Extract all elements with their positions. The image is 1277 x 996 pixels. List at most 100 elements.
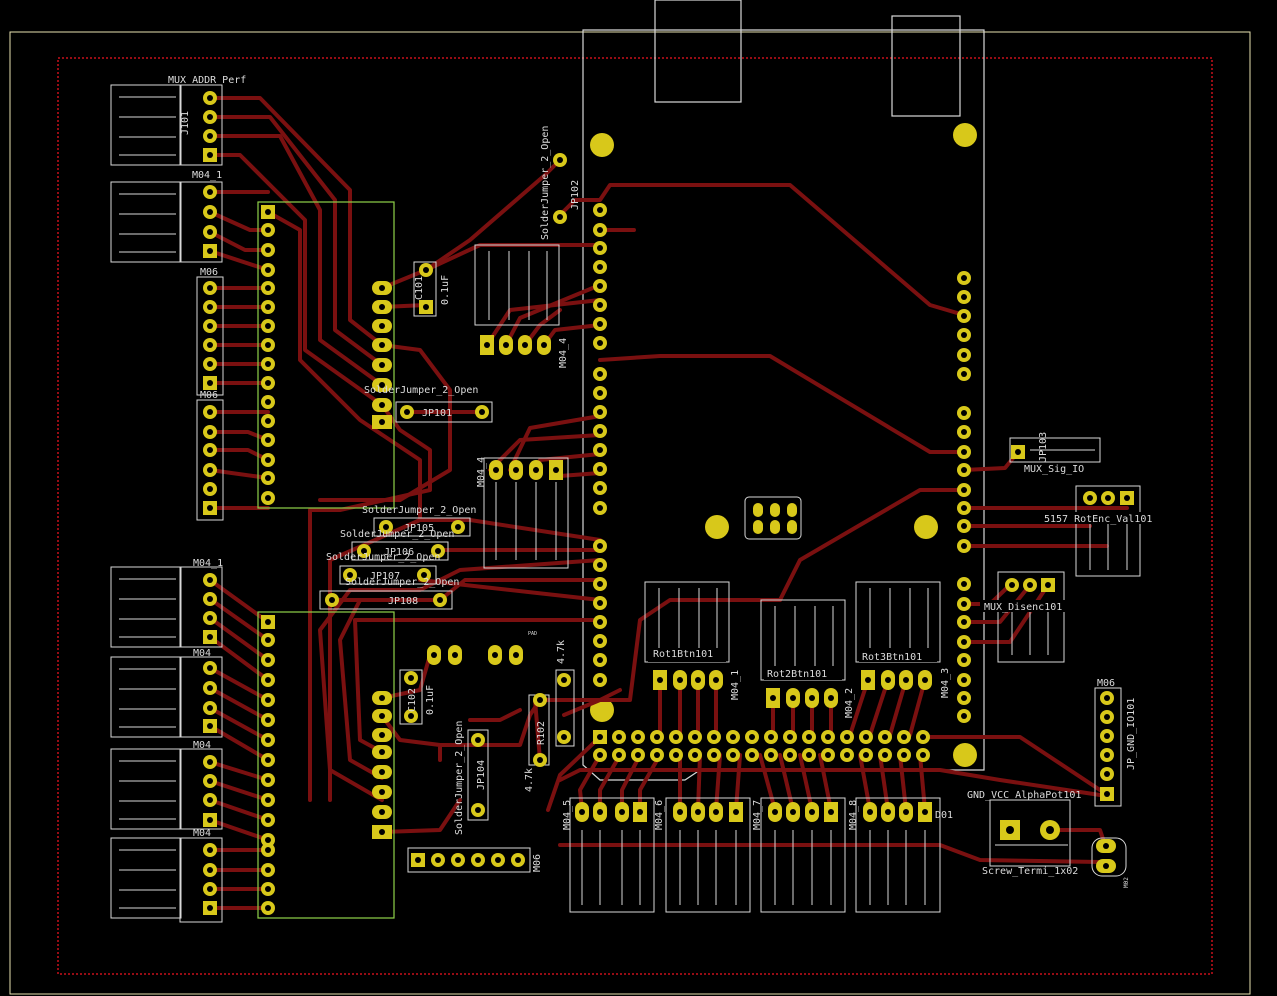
mux-sig-io-connector[interactable]: JP103 MUX_Sig_IO <box>1009 432 1101 475</box>
header-pin[interactable] <box>612 730 626 744</box>
m06-connector-b[interactable]: M06 <box>196 390 224 521</box>
header-pin[interactable] <box>612 748 626 762</box>
jp104-label: JP104 <box>476 760 487 790</box>
m02-connector[interactable]: M02 <box>1091 837 1130 888</box>
header-pin[interactable] <box>688 730 702 744</box>
header-pin[interactable] <box>631 748 645 762</box>
m04-4-connector-mid[interactable]: M04_4 <box>476 457 569 569</box>
jp-gnd-label: JP_GND_IO101 <box>1126 698 1137 770</box>
m04-connector-low-2[interactable]: M04 <box>110 648 223 738</box>
mux-disenc-connector[interactable]: MUX_Disenc101 <box>980 571 1084 663</box>
m04-3-label: M04_3 <box>940 668 951 698</box>
rot2-connector[interactable]: Rot2Btn101 M04_2 <box>760 599 855 718</box>
header-pin[interactable] <box>840 748 854 762</box>
jp105-jumper[interactable]: SolderJumper_2_Open JP105 <box>362 505 476 537</box>
m06-b-label: M06 <box>200 390 218 401</box>
m04-connector-top[interactable]: M04_1 <box>110 170 223 263</box>
r102-resistor[interactable]: R102 4.7k <box>524 693 550 792</box>
mux-ic-bottom[interactable] <box>257 611 395 919</box>
header-pin[interactable] <box>669 730 683 744</box>
header-pin[interactable] <box>593 748 607 762</box>
sj-low-label: SolderJumper_2_Open <box>454 721 465 835</box>
mount-hole-2 <box>953 123 977 147</box>
header-pin[interactable] <box>821 748 835 762</box>
header-pin[interactable] <box>707 730 721 744</box>
arduino-header-left[interactable] <box>593 203 607 687</box>
m04-b-label: M04 <box>193 648 211 659</box>
header-pin[interactable] <box>840 730 854 744</box>
gnd-vcc-label: GND_VCC_AlphaPot101 <box>967 790 1081 801</box>
icsp-header[interactable] <box>744 496 802 540</box>
m04-4b-label: M04_4 <box>476 457 487 487</box>
m04-1-low-label: M04_1 <box>193 558 223 569</box>
m02-label: M02 <box>1123 877 1130 888</box>
jp108-jumper[interactable]: SolderJumper_2_Open JP108 <box>319 577 459 610</box>
header-pin[interactable] <box>688 748 702 762</box>
header-pin[interactable] <box>726 748 740 762</box>
header-pin[interactable] <box>859 730 873 744</box>
m04-connector-low-3[interactable]: M04 <box>110 740 223 830</box>
header-pin[interactable] <box>650 748 664 762</box>
m04-1r-label: M04_1 <box>730 670 741 700</box>
jp104-jumper[interactable]: SolderJumper_2_Open JP104 <box>454 721 489 835</box>
rot-enc-val-connector[interactable]: 5157 RotEnc_Val101 <box>1040 485 1174 577</box>
m06-connector-a[interactable]: M06 <box>196 267 224 396</box>
rot3-connector[interactable]: Rot3Btn101 M04_3 <box>855 581 951 698</box>
header-pin[interactable] <box>650 730 664 744</box>
arduino-header-right[interactable] <box>957 271 971 723</box>
header-pin[interactable] <box>878 730 892 744</box>
screw-terminal[interactable]: GND_VCC_AlphaPot101 Screw_Termi_1x02 <box>967 790 1081 877</box>
m04-6-connector[interactable]: M04_6 <box>654 797 751 913</box>
header-pin[interactable] <box>726 730 740 744</box>
small-label-1: PAD <box>528 631 537 637</box>
jp102-jumper[interactable]: SolderJumper_2_Open JP102 <box>540 126 581 240</box>
c102-capacitor[interactable]: C102 0.1uF <box>399 669 436 725</box>
m04-connector-low-1[interactable]: M04_1 <box>110 558 223 648</box>
jp-gnd-io-connector[interactable]: M06 JP_GND_IO101 <box>1094 678 1137 807</box>
header-pin[interactable] <box>764 748 778 762</box>
c101-label: C101 <box>414 276 425 300</box>
header-pin[interactable] <box>878 748 892 762</box>
mount-hole-4 <box>914 515 938 539</box>
jp103-label: JP103 <box>1038 432 1049 462</box>
m06-c-label: M06 <box>532 854 543 872</box>
c101-capacitor[interactable]: C101 0.1uF <box>413 261 451 317</box>
header-pin[interactable] <box>821 730 835 744</box>
header-pin[interactable] <box>802 748 816 762</box>
header-pin[interactable] <box>593 730 607 744</box>
header-pin[interactable] <box>897 730 911 744</box>
m04-connector-low-4[interactable]: M04 <box>110 828 223 923</box>
header-pin[interactable] <box>745 748 759 762</box>
mount-hole-3 <box>705 515 729 539</box>
header-pin[interactable] <box>802 730 816 744</box>
board-edge-cuts <box>57 57 1213 975</box>
r102-label: R102 <box>536 721 547 745</box>
header-pin[interactable] <box>897 748 911 762</box>
m06-connector-bottom[interactable]: M06 <box>407 847 543 873</box>
header-pin[interactable] <box>764 730 778 744</box>
header-pin[interactable] <box>631 730 645 744</box>
button-pads[interactable]: PAD <box>427 631 537 665</box>
mount-hole-5 <box>590 698 614 722</box>
m04-8-label: M04_8 <box>848 800 859 830</box>
header-pin[interactable] <box>859 748 873 762</box>
m04-7-connector[interactable]: M04_7 <box>752 797 846 913</box>
m04-5-connector[interactable]: M04_5 <box>562 797 655 913</box>
jp107-jumper[interactable]: SolderJumper_2_Open JP107 <box>326 552 440 585</box>
header-pin[interactable] <box>916 730 930 744</box>
header-pin[interactable] <box>745 730 759 744</box>
mux-addr-connector[interactable]: MUX_ADDR_Perf J101 <box>110 75 246 166</box>
header-pin[interactable] <box>783 748 797 762</box>
jp101-jumper[interactable]: SolderJumper_2_Open JP101 <box>364 385 493 423</box>
header-pin[interactable] <box>707 748 721 762</box>
jp106-jumper[interactable]: SolderJumper_2_Open JP106 <box>340 529 454 561</box>
header-pin[interactable] <box>669 748 683 762</box>
mux-ic-top[interactable] <box>257 201 395 509</box>
m04-8-connector[interactable]: M04_8 D01 <box>848 797 953 913</box>
header-pin[interactable] <box>783 730 797 744</box>
m04-4-connector-top[interactable]: M04_4 <box>474 244 569 368</box>
rot1-connector[interactable]: Rot1Btn101 M04_1 <box>644 581 741 700</box>
header-pin[interactable] <box>916 748 930 762</box>
r101-resistor[interactable]: 4.7k <box>555 640 575 747</box>
